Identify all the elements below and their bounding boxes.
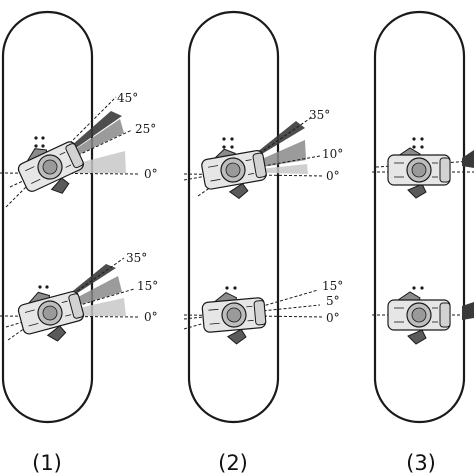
board-2-front-line-10 (183, 155, 321, 181)
board-3-rear-binding (387, 291, 451, 345)
board-1-front-binding (17, 141, 84, 194)
mount-dot (222, 137, 226, 141)
board-3-front-mount-dots (412, 137, 424, 149)
strap-line (65, 164, 72, 168)
mount-dot (41, 136, 45, 140)
board-2-rear-label-15: 15° (322, 279, 343, 293)
board-2-rear-label-5: 5° (326, 294, 340, 308)
board-2-deck (187, 10, 280, 424)
board-3-rear-sector-dark (462, 302, 474, 320)
toe-strap (46, 325, 67, 342)
strap-line (24, 309, 35, 313)
binding-highback (252, 152, 267, 179)
board-2-front-line-35 (197, 116, 313, 197)
toe-strap (226, 328, 247, 345)
mount-dot (420, 137, 424, 141)
strap-line (65, 314, 72, 317)
strap-line (25, 166, 35, 172)
strap-line (247, 173, 254, 175)
mount-dot (41, 144, 45, 148)
mount-dot (222, 145, 226, 149)
board-1-deck (1, 10, 94, 424)
board-3-front-sector-dark (462, 150, 474, 168)
board-1-caption: (1) (32, 451, 62, 474)
board-1-front-label-0: 0° (144, 167, 158, 181)
strap-line (59, 151, 66, 156)
board-1-front-label-25: 25° (135, 122, 156, 136)
board-2-rear-line-15 (183, 289, 319, 330)
board-3-front-binding (387, 147, 451, 199)
binding-highback (68, 293, 84, 319)
strap-line (208, 308, 219, 311)
mount-dot (412, 145, 416, 149)
mount-dot (412, 137, 416, 141)
binding-disc-inner (411, 162, 427, 178)
board-3-rear-mount-dots (412, 286, 424, 290)
board-2-rear-mount-dots (225, 286, 237, 290)
strap-line (61, 300, 68, 304)
mount-dot (225, 286, 229, 290)
board-2-rear-label-0: 0° (326, 311, 340, 325)
mount-dot (412, 286, 416, 290)
toe-strap (228, 182, 249, 200)
strap-line (247, 319, 254, 322)
board-2-front-label-10: 10° (322, 147, 343, 161)
board-1-rear-label-0: 0° (144, 310, 158, 324)
mount-dot (38, 285, 42, 289)
strap-line (31, 178, 41, 184)
board-3: (3) (372, 10, 474, 474)
mount-dot (34, 144, 38, 148)
board-1-front-mount-dots (34, 136, 45, 148)
board-2-front-binding-zone: 35° 10° 0° (183, 108, 343, 200)
board-1-rear-label-35: 35° (126, 251, 147, 265)
board-3-deck (373, 10, 466, 424)
binding-highback (253, 300, 267, 326)
strap-line (210, 178, 221, 182)
board-3-front-binding-zone (372, 137, 474, 199)
mount-dot (420, 286, 424, 290)
strap-line (209, 322, 220, 325)
mount-dot (45, 285, 49, 289)
board-1-rear-label-15: 15° (137, 279, 158, 293)
board-1-front-label-45: 45° (117, 91, 138, 105)
board-3-rear-binding-zone (372, 286, 474, 345)
toe-strap (407, 329, 427, 345)
board-3-caption: (3) (406, 451, 436, 474)
binding-disc-inner (411, 307, 427, 323)
binding-disc-inner (226, 307, 242, 323)
toe-strap (50, 177, 70, 194)
binding-highback (439, 302, 451, 328)
board-1: 45° 25° 0° (0, 10, 158, 474)
binding-disc-inner (225, 162, 241, 178)
board-1-rear-binding-zone: 35° 15° 0° (0, 251, 158, 342)
board-2-caption: (2) (218, 451, 248, 474)
strap-line (208, 165, 219, 168)
strap-line (245, 159, 252, 162)
board-1-rear-binding (17, 290, 85, 342)
mount-dot (233, 286, 237, 290)
mount-dot (420, 145, 424, 149)
binding-disc-inner (42, 159, 58, 175)
board-1-rear-mount-dots (38, 285, 49, 289)
toe-strap (407, 183, 427, 199)
board-2-rear-binding-zone: 15° 5° 0° (183, 279, 343, 345)
board-1-front-binding-zone: 45° 25° 0° (0, 91, 158, 208)
mount-dot (34, 136, 38, 140)
binding-highback (439, 157, 451, 183)
board-2-front-label-35: 35° (309, 108, 330, 122)
mount-dot (230, 145, 234, 149)
mount-dot (230, 137, 234, 141)
board-2-front-label-0: 0° (326, 169, 340, 183)
binding-disc-inner (42, 305, 58, 321)
board-2: 35° 10° 0° (183, 10, 343, 474)
board-2-front-binding (201, 148, 267, 200)
strap-line (246, 305, 253, 308)
strap-line (28, 322, 39, 327)
board-2-front-mount-dots (222, 137, 234, 149)
binding-highback (65, 143, 84, 169)
board-2-rear-binding (201, 292, 267, 345)
